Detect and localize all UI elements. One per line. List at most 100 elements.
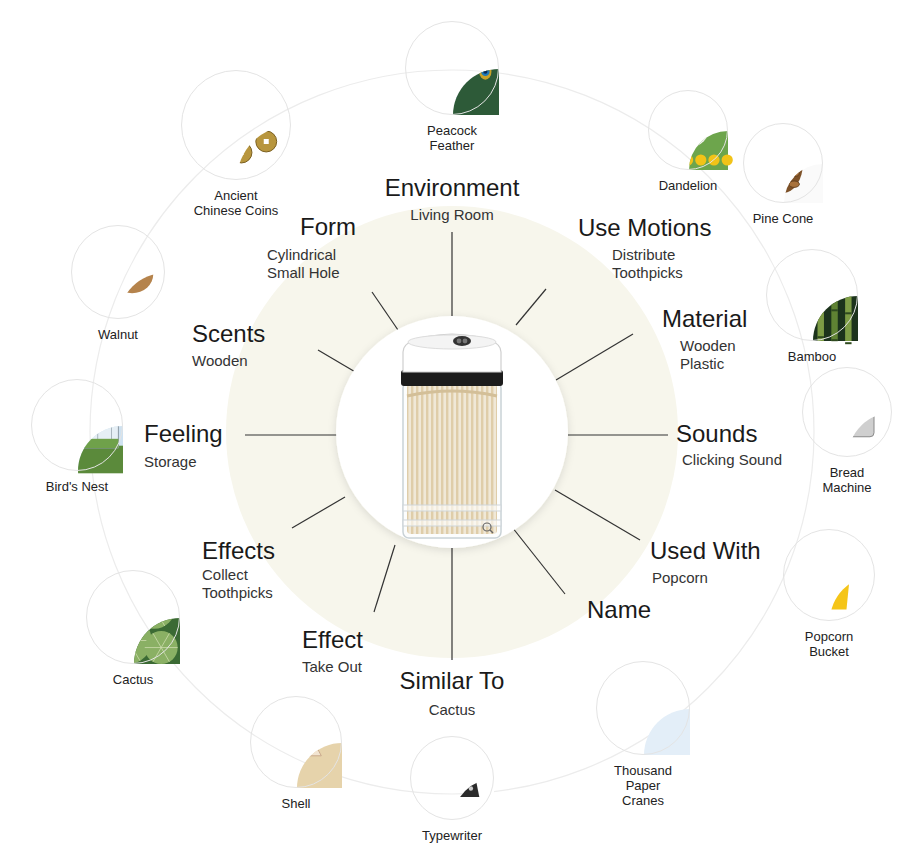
illustration-shape [87,247,129,292]
illustration-shape [672,110,688,126]
illustration-shape [42,411,43,448]
value-label: Wooden [192,352,248,370]
illustration-shape [804,303,810,305]
illustration-shape [808,566,850,576]
picture-caption: Bird's Nest [32,479,122,494]
art-line [451,548,452,660]
illustration-shape [767,159,777,165]
illustration-shape [778,181,788,187]
illustration-shape [818,249,824,341]
illustration-shape [775,297,781,299]
illustration-shape [817,546,829,558]
illustration-shape [36,407,119,448]
illustration-shape [667,120,688,126]
category-label: Environment [385,174,520,202]
illustration-shape [778,149,788,155]
illustration-shape [105,617,152,664]
illustration-shape [831,339,837,341]
illustration-shape [804,546,816,558]
illustration-shape [610,675,648,722]
illustration-shape [271,728,322,756]
illustration-shape [133,586,175,628]
illustration-shape [831,387,847,407]
value-label: Popcorn [652,569,708,587]
picture-illustration [71,225,165,319]
category-label: Name [587,596,651,624]
illustration-shape [778,138,788,144]
picture-illustration [86,570,180,664]
illustration-shape [296,731,297,756]
category-label: Form [300,213,356,241]
illustration-shape [656,154,667,165]
illustration-shape [842,546,854,558]
value-label: Living Room [410,206,493,224]
illustration-shape [418,57,426,65]
illustration-shape [83,411,84,448]
picture-circle: Peacock Feather [405,21,499,115]
illustration-shape [264,139,269,144]
picture-group [181,70,291,180]
category-label: Effects [202,537,275,565]
illustration-shape [259,106,280,127]
art-rect [403,505,501,511]
illustration-shape [806,554,852,609]
illustration-shape [789,170,799,176]
illustration-shape [195,98,216,119]
illustration-shape [225,98,230,103]
illustration-shape [428,50,432,54]
illustration-shape [181,70,291,180]
picture-circle: Bird's Nest [31,379,123,471]
illustration-shape [154,589,165,607]
illustration-shape [426,48,434,56]
illustration-shape [31,446,123,474]
picture-illustration [648,90,728,170]
picture-group [31,379,123,473]
illustration-shape [287,731,296,756]
illustration-shape [292,753,305,766]
picture-illustration [410,736,494,820]
illustration-shape [682,154,693,165]
illustration-shape [479,58,483,62]
picture-caption: Shell [256,796,336,811]
illustration-shape [203,106,208,111]
picture-circle: Typewriter [410,736,494,820]
illustration-shape [804,333,810,335]
illustration-shape [56,411,57,448]
illustration-shape [688,120,709,126]
value-label: Cylindrical Small Hole [267,246,362,282]
art-line [555,490,640,540]
picture-border [767,250,858,341]
picture-caption: Cactus [93,672,173,687]
illustration-shape [469,786,473,790]
art-line [372,292,398,330]
illustration-shape [414,68,422,76]
illustration-shape [688,105,694,126]
illustration-shape [161,648,169,662]
illustration-shape [849,390,865,408]
picture-caption: Popcorn Bucket [794,629,864,659]
picture-border [784,530,875,621]
illustration-shape [154,607,175,608]
illustration-shape [91,600,115,601]
illustration-shape [804,273,810,275]
illustration-shape [648,90,728,170]
picture-illustration [250,696,342,788]
illustration-shape [743,123,823,203]
art-circle [90,70,814,794]
picture-illustration [743,123,823,203]
illustration-shape [818,336,824,338]
illustration-shape [128,641,140,661]
picture-caption: Dandelion [648,178,728,193]
art-line [374,545,395,612]
picture-group [86,570,180,664]
category-label: Feeling [144,420,223,448]
illustration-shape [446,36,458,52]
illustration-shape [766,249,858,341]
illustration-shape [677,126,688,145]
picture-illustration [596,661,690,755]
art-ellipse [453,336,471,346]
art-line [451,232,452,318]
illustration-shape [36,439,119,448]
picture-border [251,697,342,788]
picture-illustration [783,529,875,621]
